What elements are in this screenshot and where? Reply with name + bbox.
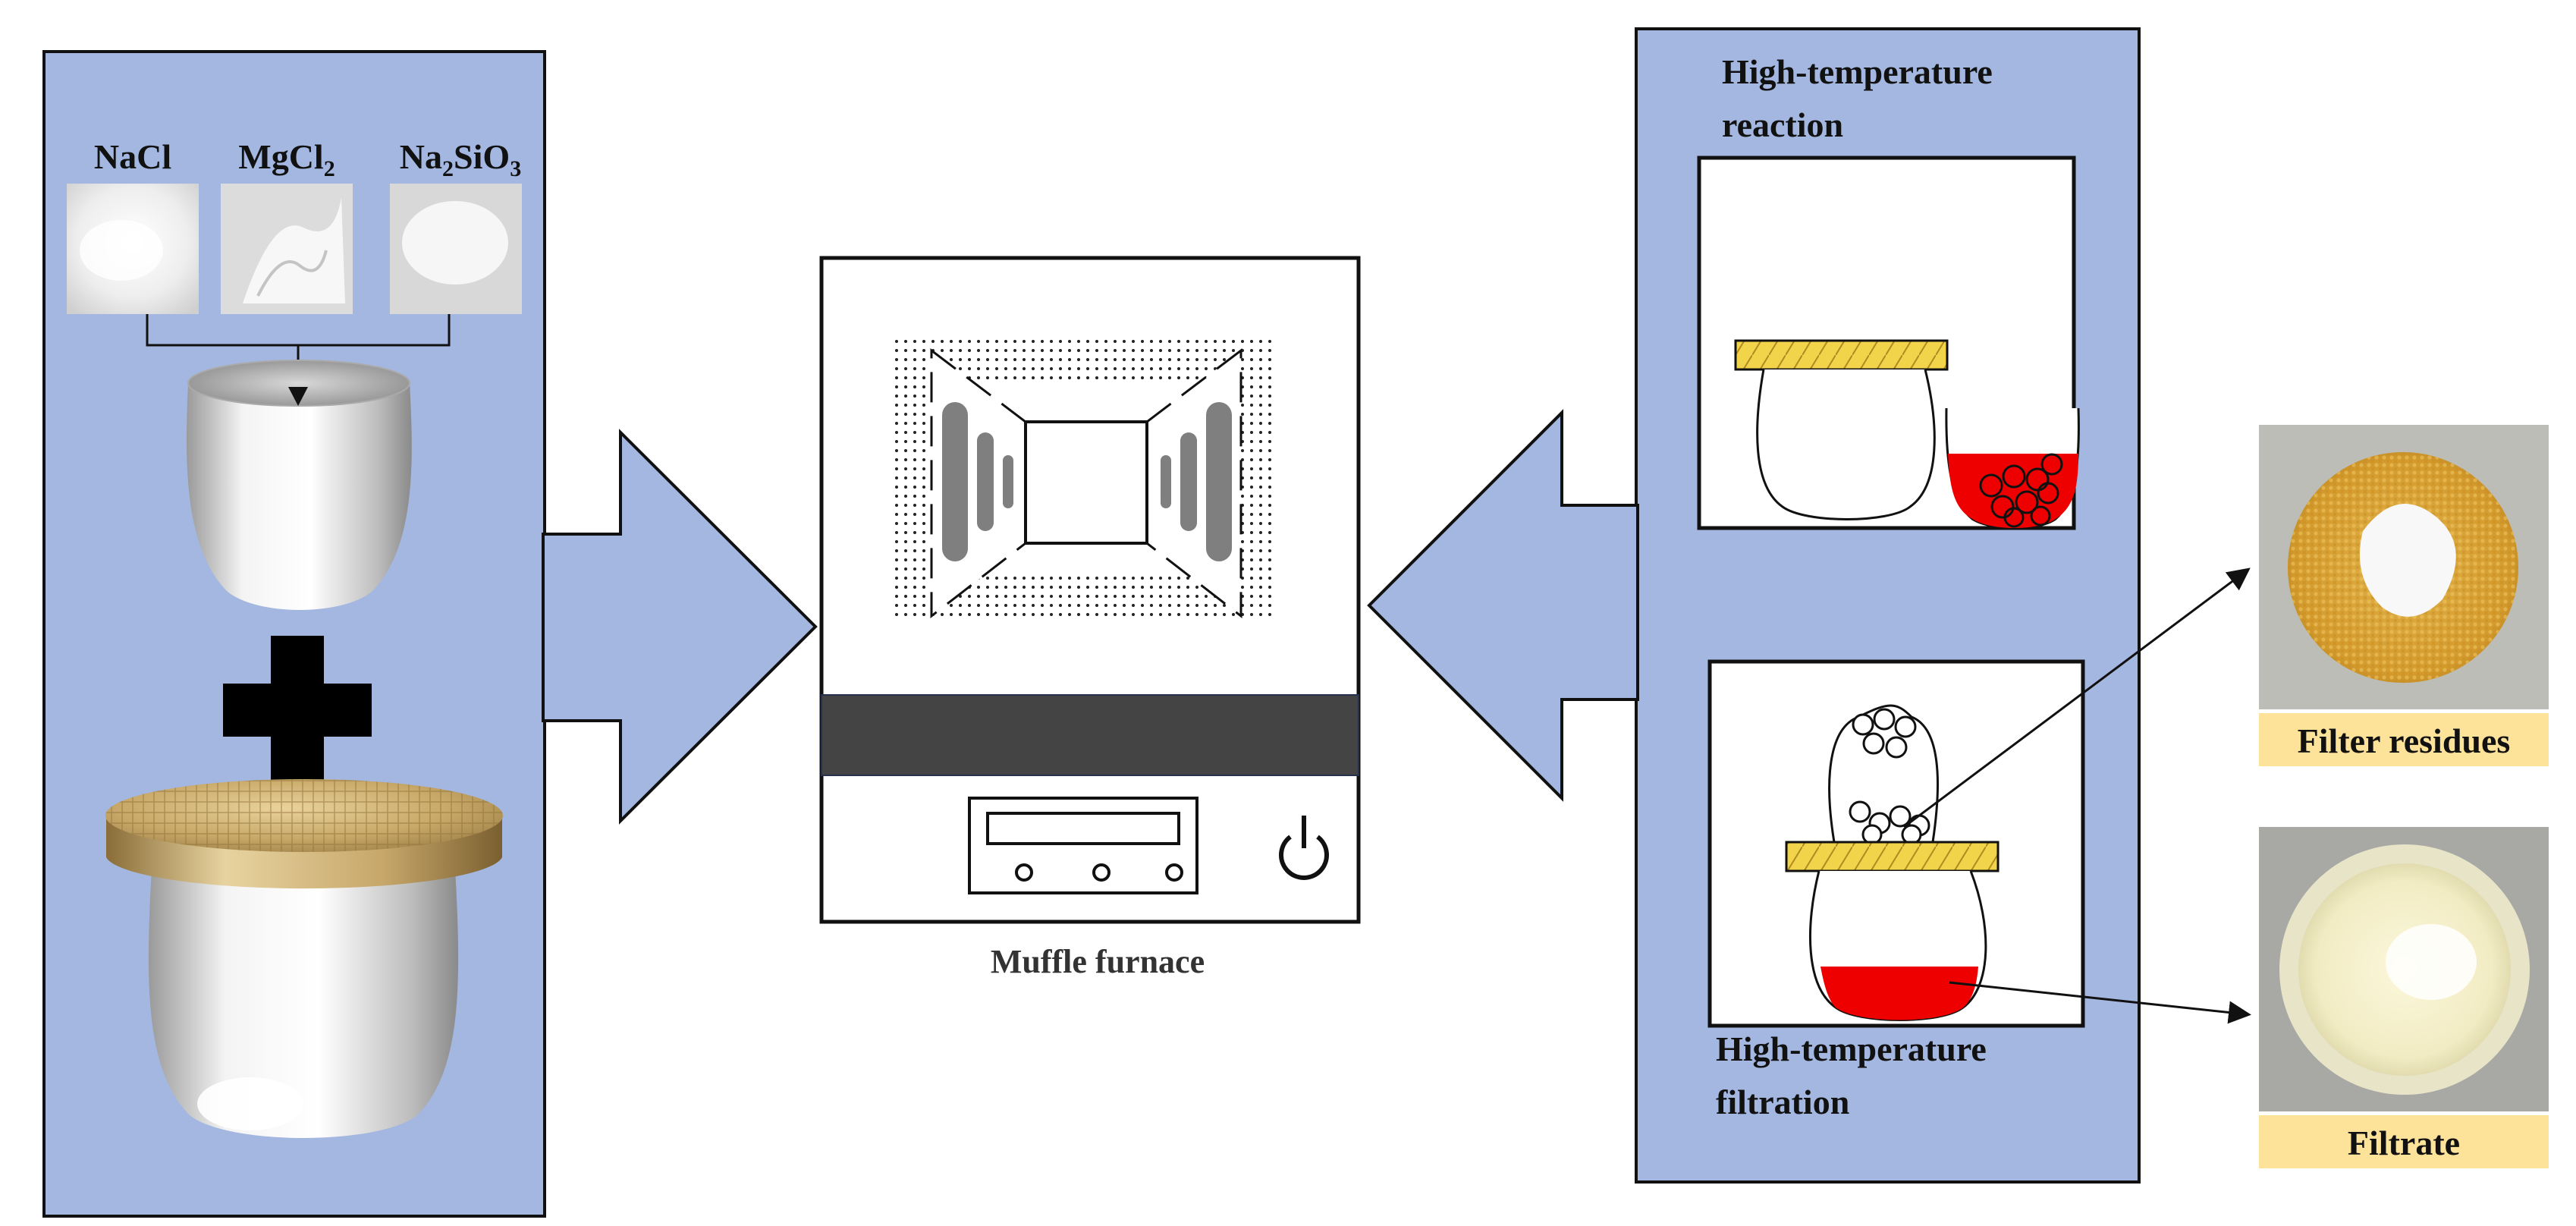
open-crucible (187, 360, 412, 610)
furnace-knob (1165, 863, 1183, 882)
filter-residues-label: Filter residues (2298, 721, 2511, 760)
reaction-label-line1: High-temperature (1722, 52, 1993, 91)
furnace-knob (1015, 863, 1033, 882)
reaction-box (1697, 156, 2080, 530)
furnace-display (986, 812, 1180, 845)
mgcl2-label: MgCl2 (238, 137, 335, 181)
filtrate-label: Filtrate (2348, 1124, 2460, 1162)
filtration-box (1707, 659, 2085, 1028)
arrow-left-icon (1367, 409, 1639, 802)
filter-residues-label-bg (2259, 713, 2549, 766)
nacl-powder-image (67, 184, 199, 314)
filtrate-photo (2259, 827, 2549, 1111)
arrow-right-icon (542, 429, 818, 825)
residue-pointer-arrow (1903, 567, 2251, 828)
muffle-furnace (819, 256, 1361, 924)
filtrate-pointer-arrow (1949, 981, 2251, 1024)
na2sio3-powder-image (390, 184, 522, 314)
crucible-with-filter-lid (105, 779, 503, 1138)
reaction-label-line2: reaction (1722, 105, 1843, 144)
filter-residues-photo (2259, 425, 2549, 709)
furnace-door-band (821, 694, 1359, 776)
filtrate-label-bg (2259, 1115, 2549, 1168)
reaction-particles (1979, 453, 2063, 528)
mgcl2-powder-image (221, 184, 353, 314)
filtration-label-line1: High-temperature (1716, 1030, 1987, 1068)
heating-elements (942, 402, 1232, 561)
power-icon (1279, 816, 1329, 880)
nacl-label: NaCl (94, 137, 171, 176)
plus-icon (223, 636, 372, 784)
na2sio3-label: Na2SiO3 (400, 137, 521, 181)
residue-particles (1849, 708, 1930, 845)
furnace-caption: Muffle furnace (991, 943, 1205, 980)
filtration-label-line2: filtration (1716, 1083, 1849, 1121)
furnace-knob (1092, 863, 1111, 882)
